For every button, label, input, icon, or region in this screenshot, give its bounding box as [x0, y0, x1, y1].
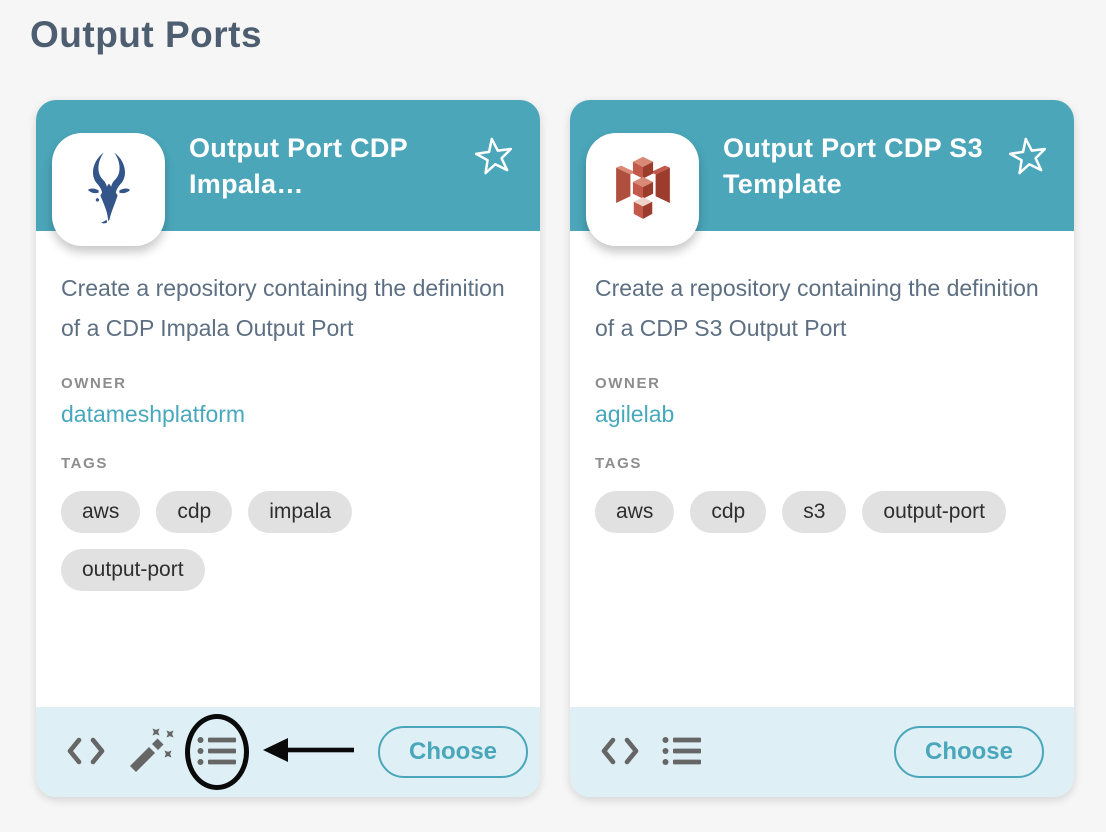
tags-label: TAGS: [595, 455, 642, 472]
template-card-impala: Output Port CDP Impala… Create a reposit…: [36, 100, 540, 797]
tag-pill: aws: [595, 491, 675, 533]
logo-box: [52, 133, 165, 246]
owner-label: OWNER: [595, 375, 661, 392]
magic-wand-icon: [127, 727, 175, 778]
card-title: Output Port CDP Impala…: [189, 133, 408, 199]
card-body: Create a repository containing the defin…: [36, 231, 540, 707]
bulleted-list-icon: [661, 734, 703, 771]
s3-logo-icon: [601, 145, 685, 234]
favorite-star-button[interactable]: [472, 134, 516, 178]
tag-pill: s3: [782, 491, 847, 533]
template-card-s3: Output Port CDP S3 Template Create a rep…: [570, 100, 1074, 797]
impala-logo-icon: [66, 141, 152, 238]
view-source-button[interactable]: [600, 734, 640, 771]
card-header: Output Port CDP Impala…: [36, 100, 540, 246]
card-description: Create a repository containing the defin…: [595, 275, 1039, 341]
tag-pill: aws: [61, 491, 141, 533]
tag-pill: impala: [248, 491, 353, 533]
card-footer: Choose: [570, 707, 1074, 797]
view-docs-button[interactable]: [196, 734, 238, 771]
tags-list: aws cdp impala output-port: [61, 491, 491, 591]
code-icon: [600, 734, 640, 771]
star-icon: [472, 137, 516, 181]
card-title: Output Port CDP S3 Template: [723, 133, 983, 199]
card-body: Create a repository containing the defin…: [570, 231, 1074, 707]
tag-pill: cdp: [690, 491, 767, 533]
tag-pill: cdp: [156, 491, 233, 533]
view-source-button[interactable]: [66, 734, 106, 771]
choose-button[interactable]: Choose: [378, 726, 529, 778]
owner-link[interactable]: datameshplatform: [61, 401, 246, 427]
tags-list: aws cdp s3 output-port: [595, 491, 1025, 533]
tags-label: TAGS: [61, 455, 108, 472]
view-docs-button-wrapper: [185, 714, 249, 790]
view-docs-button[interactable]: [661, 734, 703, 771]
choose-button[interactable]: Choose: [893, 726, 1044, 778]
card-header: Output Port CDP S3 Template: [570, 100, 1074, 246]
template-cards-row: Output Port CDP Impala… Create a reposit…: [36, 100, 1074, 797]
owner-link[interactable]: agilelab: [595, 401, 675, 427]
tag-pill: output-port: [862, 491, 1006, 533]
logo-box: [586, 133, 699, 246]
owner-label: OWNER: [61, 375, 127, 392]
code-icon: [66, 734, 106, 771]
card-footer: Choose: [36, 707, 540, 797]
bulleted-list-icon: [196, 734, 238, 771]
favorite-star-button[interactable]: [1006, 134, 1050, 178]
star-icon: [1006, 137, 1050, 181]
tag-pill: output-port: [61, 549, 205, 591]
left-arrow-icon: [261, 734, 357, 771]
card-description: Create a repository containing the defin…: [61, 275, 505, 341]
launch-template-button[interactable]: [127, 727, 175, 778]
page-title: Output Ports: [30, 14, 263, 55]
